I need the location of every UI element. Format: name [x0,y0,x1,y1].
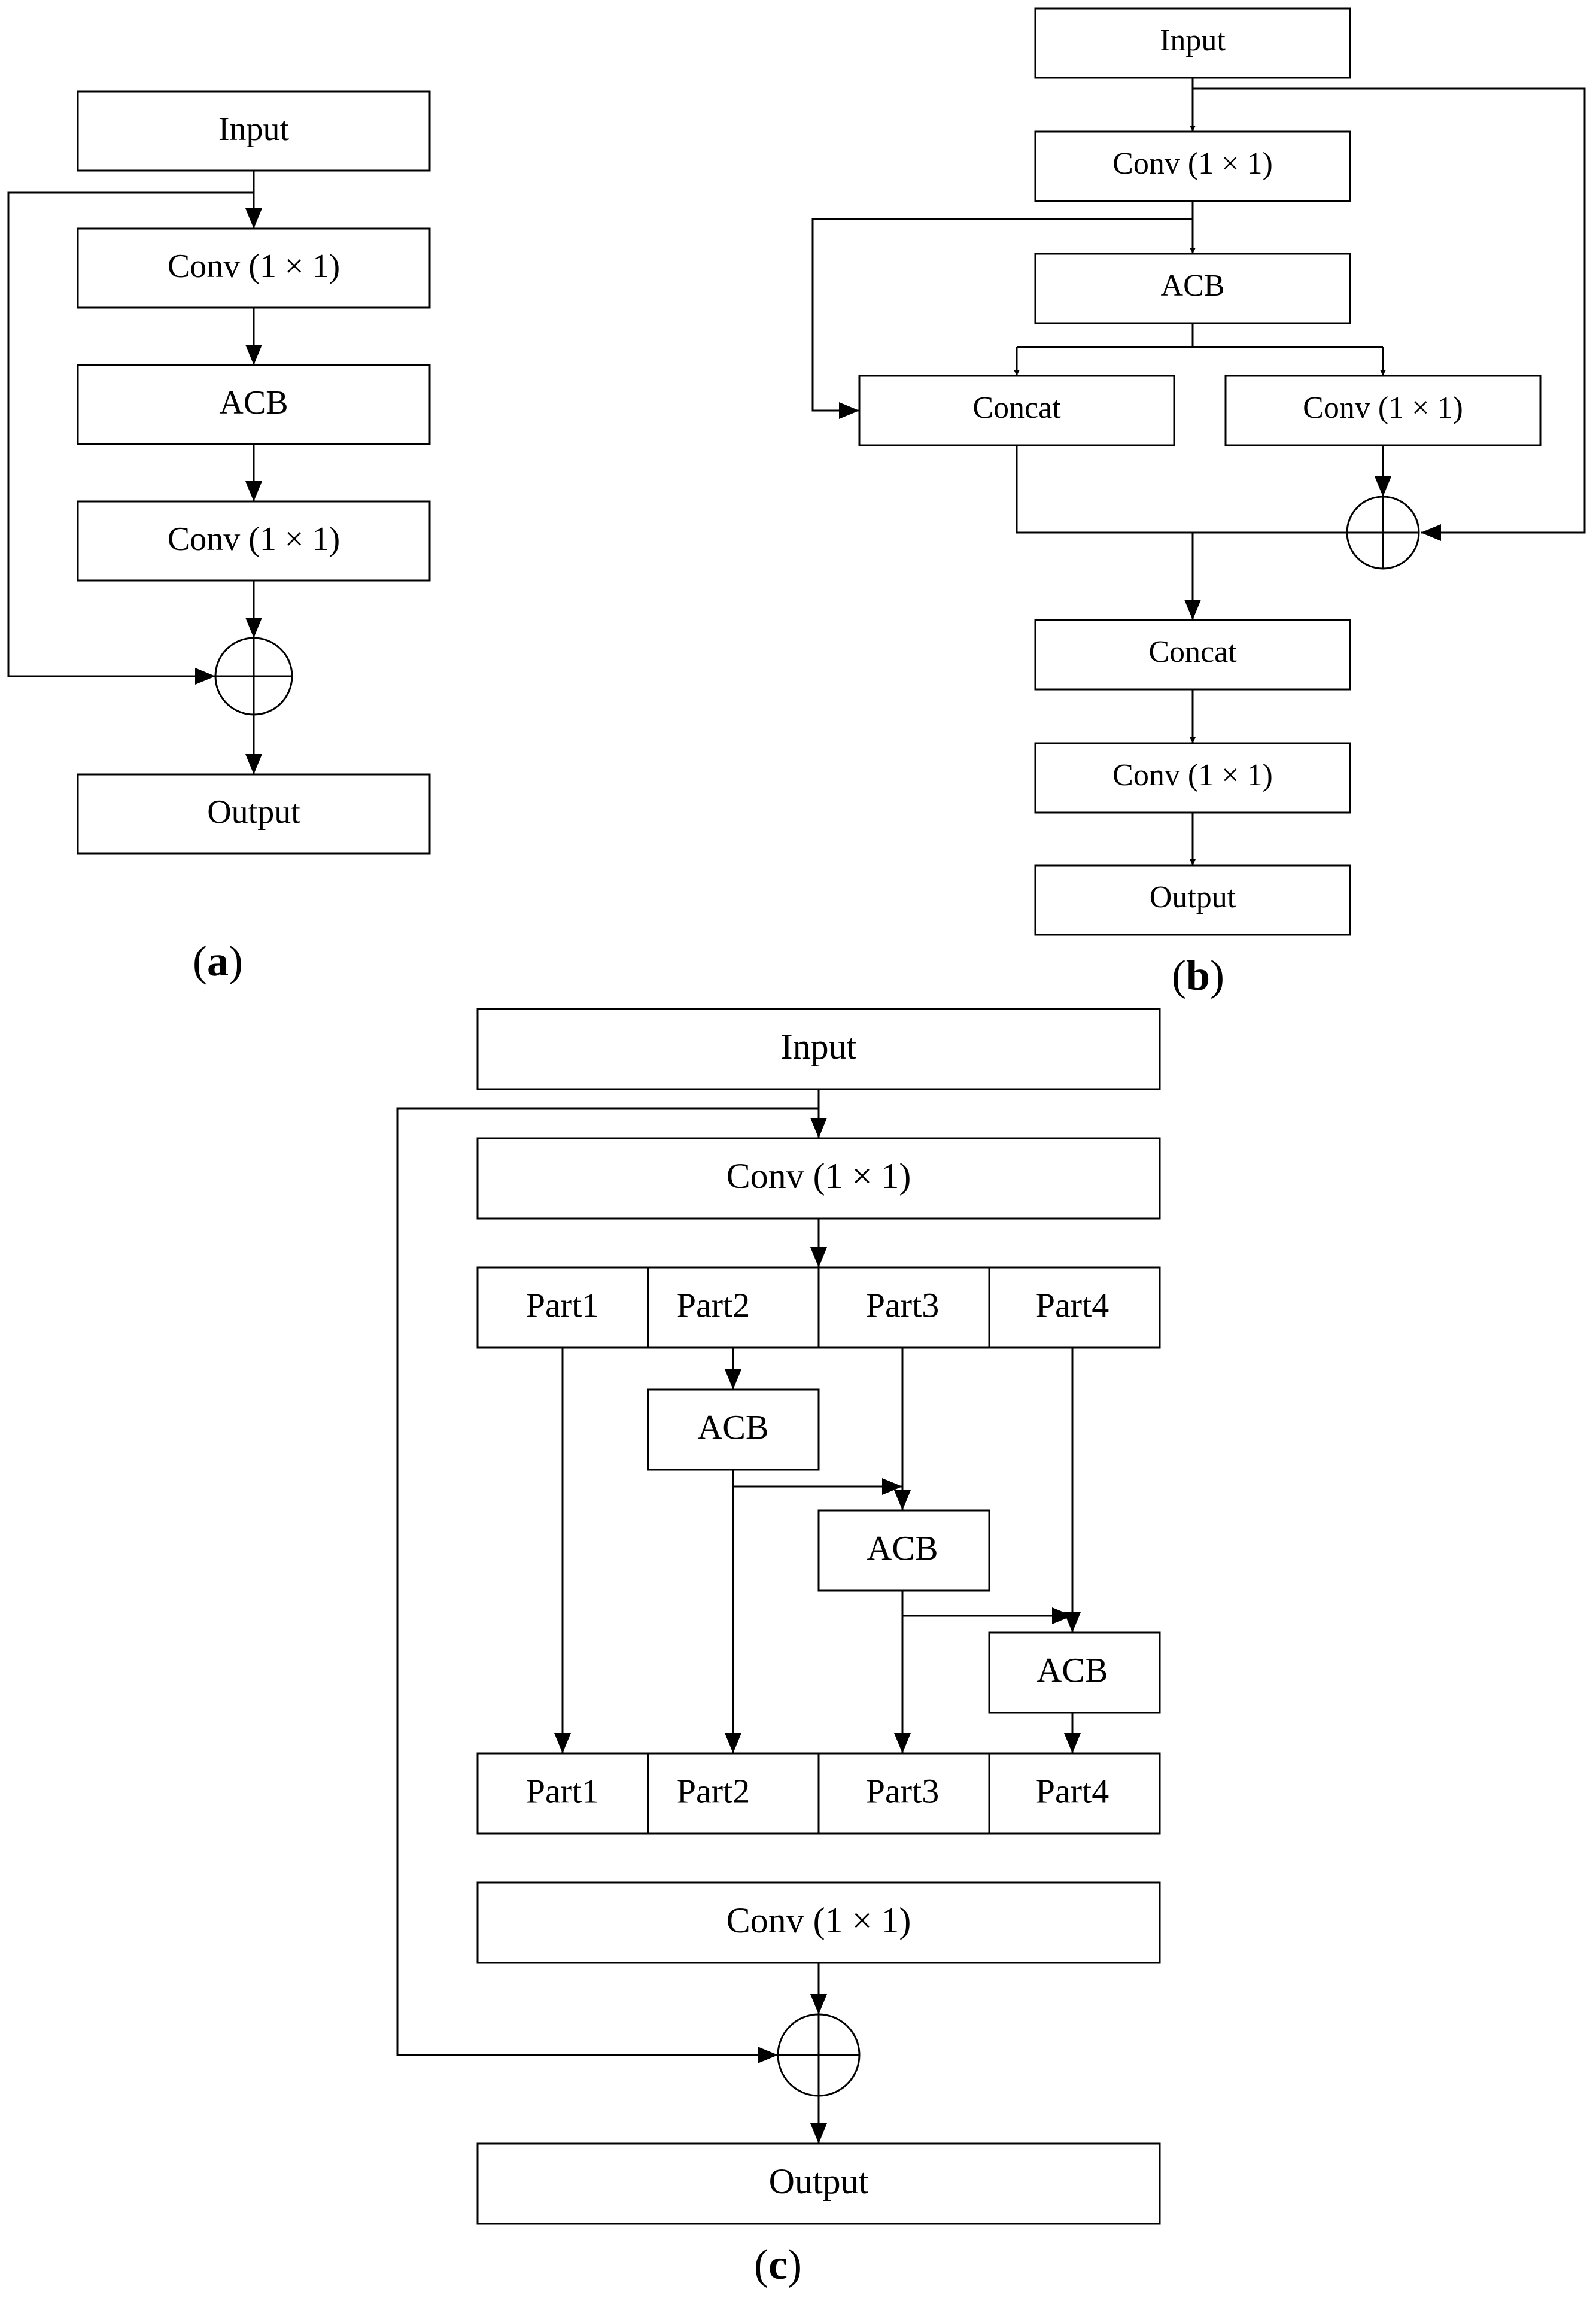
c-part-bottom: Part1 [476,1752,649,1835]
c-conv2-label: Conv (1 × 1) [726,1901,911,1940]
b-conv3-box: Conv (1 × 1) [1034,742,1351,814]
b-acb-label: ACB [1161,269,1225,303]
a-acb-box: ACB [77,364,431,445]
c-add-icon [777,2013,861,2097]
b-acb-box: ACB [1034,253,1351,324]
c-part-bottom-label: Part4 [1036,1771,1109,1810]
b-skip-conv-concat [811,218,1193,419]
c-part-top-label: Part2 [677,1285,750,1324]
c-part-bottom-label: Part1 [526,1771,599,1810]
diagram-c: Input Conv (1 × 1) Part1 Part2 Part3 [396,1008,1161,2288]
c-parts-bottom: Part1 Part2 Part3 Part4 [476,1752,1161,1835]
a-add-icon [214,637,293,716]
c-conv1-box: Conv (1 × 1) [476,1137,1161,1220]
b-output-label: Output [1150,880,1236,914]
c-acb2-label: ACB [867,1528,938,1567]
c-input-box: Input [476,1008,1161,1090]
c-part-bottom-label: Part3 [866,1771,939,1810]
c-output-box: Output [476,2142,1161,2225]
b-concat2-label: Concat [1148,635,1237,669]
b-concat2-box: Concat [1034,619,1351,691]
b-add-icon [1346,496,1420,570]
b-conv3-label: Conv (1 × 1) [1112,758,1273,792]
a-conv2-box: Conv (1 × 1) [77,500,431,582]
a-skip-connection [7,192,254,685]
c-part-bottom: Part3 [817,1752,990,1835]
c-output-label: Output [769,2162,869,2201]
b-conv2-label: Conv (1 × 1) [1303,391,1463,425]
b-input-box: Input [1034,7,1351,79]
b-conv1-label: Conv (1 × 1) [1112,147,1273,181]
c-part-top: Part3 [817,1266,990,1349]
a-conv1-label: Conv (1 × 1) [168,248,340,285]
b-conv1-box: Conv (1 × 1) [1034,130,1351,202]
a-output-box: Output [77,773,431,855]
c-acb3-label: ACB [1036,1650,1108,1689]
a-acb-label: ACB [219,384,288,421]
a-input-box: Input [77,90,431,172]
diagram-a: Input Conv (1 × 1) ACB Conv (1 × 1) Outp… [7,90,431,985]
b-line-concat-merge [1016,445,1347,534]
a-conv2-label: Conv (1 × 1) [168,521,340,558]
b-skip-input-add [1193,87,1586,541]
b-input-label: Input [1160,23,1226,57]
c-acb2-box: ACB [817,1509,990,1592]
b-output-box: Output [1034,864,1351,936]
a-input-label: Input [218,111,290,148]
c-part-bottom: Part4 [988,1752,1161,1835]
b-conv2-box: Conv (1 × 1) [1224,375,1542,446]
c-part-bottom-label: Part2 [677,1771,750,1810]
c-caption: (c) [754,2241,802,2288]
c-part-top-label: Part4 [1036,1285,1109,1324]
c-part-top-label: Part3 [866,1285,939,1324]
c-conv1-label: Conv (1 × 1) [726,1156,911,1196]
c-acb3-box: ACB [988,1631,1161,1714]
c-part-top: Part4 [988,1266,1161,1349]
c-part-top: Part1 [476,1266,649,1349]
c-acb1-label: ACB [697,1408,768,1446]
b-caption: (b) [1172,952,1224,999]
c-acb1-box: ACB [647,1388,820,1471]
b-concat1-label: Concat [972,391,1061,425]
diagram-b: Input Conv (1 × 1) ACB Concat Conv (1 × … [811,7,1586,999]
b-concat1-box: Concat [858,375,1175,446]
a-caption: (a) [193,937,243,985]
c-part-bottom: Part2 [647,1752,820,1835]
c-part-top: Part2 [647,1266,820,1349]
c-part-top-label: Part1 [526,1285,599,1324]
a-conv1-box: Conv (1 × 1) [77,227,431,309]
c-skip-connection [396,1107,819,2063]
c-conv2-box: Conv (1 × 1) [476,1881,1161,1964]
c-input-label: Input [781,1027,857,1066]
c-parts-top: Part1 Part2 Part3 Part4 [476,1266,1161,1349]
a-output-label: Output [207,794,300,831]
